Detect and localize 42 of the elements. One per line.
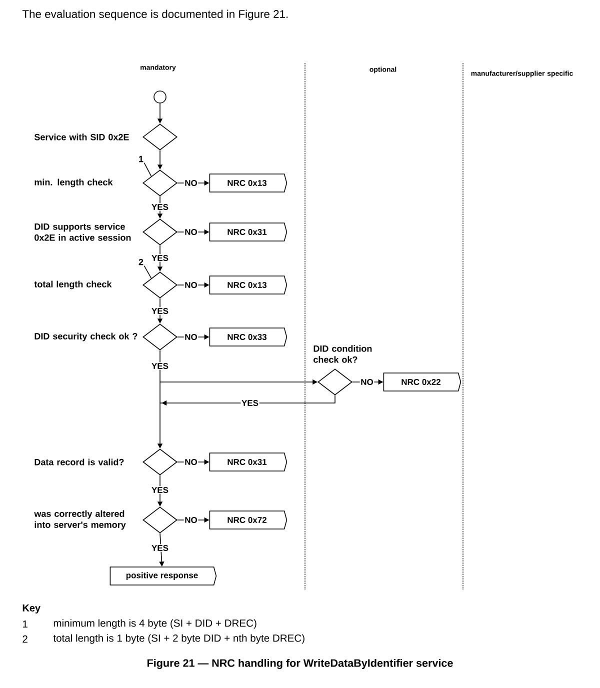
edge-label: NO — [184, 228, 198, 236]
decision-label: DID security check ok ? — [34, 332, 138, 342]
edge-label: YES — [150, 307, 170, 315]
key-number: 1 — [22, 620, 28, 628]
intro-text: The evaluation sequence is documented in Figure 21. — [22, 10, 288, 20]
result-box: NRC 0x31 — [209, 452, 288, 472]
edge-label: YES — [150, 362, 170, 370]
edge-label: YES — [150, 254, 170, 262]
callout-number: 2 — [138, 258, 144, 266]
decision-label: total length check — [34, 280, 112, 290]
edge-label: YES — [240, 399, 260, 407]
edge-label: YES — [150, 486, 170, 494]
result-box: NRC 0x13 — [209, 174, 288, 192]
key-text: total length is 1 byte (SI + 2 byte DID + nth byte DREC) — [53, 634, 304, 644]
result-box: NRC 0x13 — [209, 276, 288, 294]
decision-label: was correctly altered into server's memory — [34, 510, 126, 530]
edge-label: NO — [184, 333, 198, 341]
decision-label: DID condition check ok? — [314, 345, 372, 363]
result-box: NRC 0x22 — [383, 372, 462, 392]
edge-label: NO — [184, 516, 198, 524]
callout-number: 1 — [139, 156, 144, 162]
edge-label: NO — [360, 378, 374, 386]
leader-line — [144, 265, 152, 279]
key-text: minimum length is 4 byte (SI + DID + DREC) — [54, 619, 256, 629]
edge-label: NO — [184, 458, 198, 466]
key-heading: Key — [22, 604, 40, 614]
leader-line — [144, 162, 152, 177]
decision-label: DID supports service 0x2E in active session — [34, 223, 131, 241]
result-box: NRC 0x31 — [209, 222, 288, 242]
result-box: NRC 0x33 — [209, 328, 288, 346]
result-box: NRC 0x72 — [209, 510, 288, 530]
edge-label: NO — [184, 281, 198, 289]
figure-caption: Figure 21 — NRC handling for WriteDataByIdentifier service — [148, 658, 453, 670]
key-number: 2 — [22, 635, 28, 643]
response-box: positive response — [110, 566, 217, 586]
decision-label: Service with SID 0x2E — [34, 134, 129, 140]
decision-label: min. length check — [34, 178, 113, 188]
edge-label: YES — [150, 544, 170, 552]
start-circle — [154, 90, 166, 104]
edge-label: NO — [184, 179, 198, 187]
edge-label: YES — [150, 203, 170, 211]
decision-label: Data record is valid? — [34, 458, 124, 466]
